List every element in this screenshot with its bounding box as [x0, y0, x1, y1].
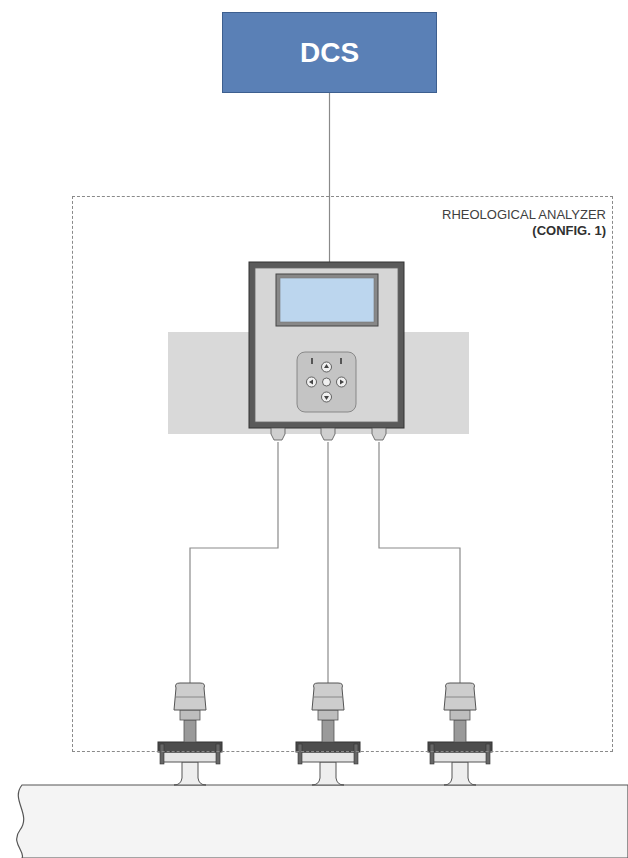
controller-unit — [249, 262, 404, 428]
sensor-part — [428, 742, 492, 752]
cable-glands — [372, 428, 386, 440]
sensor-part — [175, 697, 205, 698]
controller-unit — [280, 278, 374, 322]
sensor-wires — [190, 442, 460, 683]
controller-unit — [311, 358, 313, 364]
sensor-part — [312, 683, 344, 710]
sensor-part — [354, 744, 358, 764]
sensor-wires — [190, 442, 278, 683]
sensor-part — [444, 683, 476, 710]
sensor-part — [162, 752, 218, 762]
sensor-part — [180, 710, 200, 720]
sensor-part — [296, 742, 360, 752]
pipe — [17, 785, 628, 858]
sensor-part — [216, 744, 220, 764]
box-label: DCS — [300, 35, 359, 70]
sensor-part — [430, 744, 434, 764]
sensor-part — [318, 710, 338, 720]
sensor-part — [454, 720, 466, 742]
controller-unit — [309, 364, 344, 400]
sensor-part — [298, 744, 302, 764]
sensor-wires — [379, 442, 460, 683]
boundary-label: RHEOLOGICAL ANALYZER — [442, 207, 606, 223]
sensor-part — [445, 697, 475, 698]
sensor-part — [486, 744, 490, 764]
sensor-wires — [327, 442, 328, 683]
sensor-part — [158, 742, 222, 752]
signal-line — [329, 93, 330, 196]
boundary-heading: RHEOLOGICAL ANALYZER(CONFIG. 1) — [442, 207, 606, 240]
dcs-link-wire — [329, 196, 330, 262]
analyzer-boundary: RHEOLOGICAL ANALYZER(CONFIG. 1) — [72, 196, 613, 752]
controller-unit — [249, 262, 404, 428]
sensor-part — [160, 744, 164, 764]
controller-unit — [276, 274, 378, 326]
controller-unit — [340, 358, 342, 364]
sensor-part — [174, 762, 206, 785]
sensor-part — [300, 752, 356, 762]
sensor-transmitter — [428, 683, 492, 785]
sensor-part — [313, 697, 343, 698]
boundary-label: (CONFIG. 1) — [442, 223, 606, 239]
cable-glands — [271, 428, 386, 440]
sensors — [158, 683, 492, 785]
sensor-part — [444, 762, 476, 785]
sensor-transmitter — [158, 683, 222, 785]
sensor-part — [312, 762, 344, 785]
sensor-part — [450, 710, 470, 720]
dcs-link-wire — [329, 196, 330, 262]
sensor-part — [174, 683, 206, 710]
sensor-part — [322, 720, 334, 742]
controller-unit — [297, 352, 356, 412]
cable-glands — [321, 428, 335, 440]
controller-unit — [323, 378, 331, 386]
controller-unit — [255, 268, 398, 422]
pipe — [17, 785, 628, 858]
sensor-part — [184, 720, 196, 742]
cable-glands — [271, 428, 285, 440]
system-box: DCS — [222, 12, 437, 93]
sensor-part — [432, 752, 488, 762]
sensor-transmitter — [296, 683, 360, 785]
